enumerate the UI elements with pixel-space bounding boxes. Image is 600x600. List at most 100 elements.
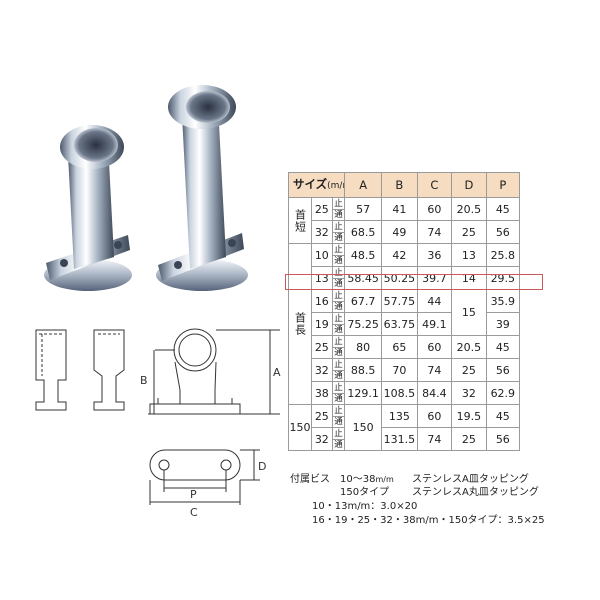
table-row: 19 止通 75.25 63.75 49.1 39 bbox=[289, 312, 521, 336]
cell-c: 60 bbox=[416, 404, 453, 428]
dim-c-label: C bbox=[190, 506, 198, 519]
note-screws-type2: ステンレスA丸皿タッピング bbox=[412, 487, 539, 498]
dim-d-label: D bbox=[258, 460, 266, 473]
stop-through-label: 止通 bbox=[331, 358, 346, 382]
row-highlight-box bbox=[285, 274, 543, 290]
dimension-drawings: A B D P C bbox=[35, 328, 281, 519]
table-row: 首短 25 止通 57 41 60 20.5 45 bbox=[288, 197, 521, 244]
cell-d: 25 bbox=[451, 358, 487, 382]
cell-d: 15 bbox=[451, 289, 487, 336]
note-screws-size2: 16・19・25・32・38m/m・150タイプ：3.5×25 bbox=[312, 515, 545, 526]
stop-through-label: 止通 bbox=[331, 243, 346, 267]
row-size: 38 bbox=[310, 381, 333, 405]
stop-through-label: 止通 bbox=[331, 220, 346, 244]
note-screws-line2: 150タイプ bbox=[340, 487, 390, 498]
table-row: 32 止通 68.5 49 74 25 56 bbox=[289, 220, 521, 244]
cell-p: 62.9 bbox=[485, 381, 521, 405]
cell-b: 135 bbox=[381, 404, 418, 428]
table-row: 150 25 止通 150 135 60 19.5 45 bbox=[288, 404, 521, 451]
cell-b: 70 bbox=[381, 358, 418, 382]
table-row: 16 止通 67.7 57.75 44 15 35.9 bbox=[289, 289, 521, 336]
cell-a: 150 bbox=[344, 404, 383, 451]
table-row-highlighted: 13 止通 58.45 50.25 39.7 14 29.5 bbox=[289, 266, 521, 290]
short-bracket-photo bbox=[44, 125, 132, 291]
cell-c: 84.4 bbox=[416, 381, 453, 405]
cell-d: 32 bbox=[451, 381, 487, 405]
cell-c: 49.1 bbox=[416, 312, 453, 336]
row-size: 25 bbox=[310, 404, 333, 428]
cell-d: 25 bbox=[451, 427, 487, 451]
dim-b-label: B bbox=[140, 374, 148, 387]
cell-a: 68.5 bbox=[344, 220, 383, 244]
row-size: 32 bbox=[310, 358, 333, 382]
cell-p: 25.8 bbox=[485, 243, 521, 267]
front-view bbox=[149, 328, 241, 415]
cell-p: 45 bbox=[485, 197, 521, 221]
cell-b: 65 bbox=[381, 335, 418, 359]
cell-a: 80 bbox=[344, 335, 383, 359]
table-row: 32 止通 131.5 74 25 56 bbox=[289, 427, 521, 451]
cell-p: 56 bbox=[485, 358, 521, 382]
stop-through-label: 止通 bbox=[331, 381, 346, 405]
cell-b: 63.75 bbox=[381, 312, 418, 336]
dim-c-line bbox=[149, 480, 241, 505]
header-col-p: P bbox=[485, 172, 521, 198]
header-col-c: C bbox=[416, 172, 453, 198]
row-size: 32 bbox=[310, 427, 333, 451]
cell-p: 45 bbox=[485, 335, 521, 359]
header-col-d: D bbox=[451, 172, 487, 198]
cell-d: 20.5 bbox=[451, 335, 487, 359]
cell-a: 57 bbox=[344, 197, 383, 221]
cell-p: 45 bbox=[485, 404, 521, 428]
stop-through-label: 止通 bbox=[331, 289, 346, 313]
group-long: 首長 bbox=[288, 243, 312, 405]
long-bracket-photo bbox=[156, 85, 248, 291]
stop-through-label: 止通 bbox=[331, 197, 346, 221]
cell-c: 74 bbox=[416, 220, 453, 244]
cell-b: 41 bbox=[381, 197, 418, 221]
cell-b: 131.5 bbox=[381, 427, 418, 451]
stop-through-label: 止通 bbox=[331, 427, 346, 451]
cell-c: 60 bbox=[416, 335, 453, 359]
dim-b-line bbox=[148, 349, 175, 415]
cell-a: 48.5 bbox=[344, 243, 383, 267]
row-size: 19 bbox=[310, 312, 333, 336]
header-col-a: A bbox=[344, 172, 383, 198]
cell-a: 129.1 bbox=[344, 381, 383, 405]
cell-p: 39 bbox=[485, 312, 521, 336]
stop-through-label: 止通 bbox=[331, 404, 346, 428]
note-screws-type1: ステンレスA皿タッピング bbox=[412, 474, 529, 485]
group-short: 首短 bbox=[288, 197, 312, 244]
cell-p: 56 bbox=[485, 427, 521, 451]
side-view-short bbox=[35, 329, 67, 411]
cell-a: 88.5 bbox=[344, 358, 383, 382]
table-row: 25 止通 80 65 60 20.5 45 bbox=[289, 335, 521, 359]
table-row: 38 止通 129.1 108.5 84.4 32 62.9 bbox=[289, 381, 521, 405]
cell-c: 36 bbox=[416, 243, 453, 267]
spec-table: サイズ(m/m) A B C D P 首短 25 止通 57 41 60 20.… bbox=[287, 172, 521, 451]
product-photo bbox=[44, 85, 248, 291]
cell-c: 74 bbox=[416, 358, 453, 382]
table-row: 32 止通 88.5 70 74 25 56 bbox=[289, 358, 521, 382]
dim-a-line bbox=[216, 329, 280, 415]
cell-c: 74 bbox=[416, 427, 453, 451]
cell-c: 44 bbox=[416, 289, 453, 313]
dim-p-line bbox=[163, 470, 227, 492]
dim-d-line bbox=[240, 449, 260, 481]
cell-b: 57.75 bbox=[381, 289, 418, 313]
cell-c: 60 bbox=[416, 197, 453, 221]
dim-a-label: A bbox=[273, 366, 281, 379]
cell-d: 20.5 bbox=[451, 197, 487, 221]
cell-a: 75.25 bbox=[344, 312, 383, 336]
note-screws-line1: 付属ビス 10〜38m/m bbox=[290, 474, 394, 485]
side-view-long bbox=[93, 329, 125, 411]
row-size: 10 bbox=[310, 243, 333, 267]
cell-d: 25 bbox=[451, 220, 487, 244]
row-size: 25 bbox=[310, 197, 333, 221]
stop-through-label: 止通 bbox=[331, 312, 346, 336]
cell-b: 49 bbox=[381, 220, 418, 244]
table-header-row: サイズ(m/m) A B C D P bbox=[287, 172, 521, 198]
row-size: 32 bbox=[310, 220, 333, 244]
row-size: 16 bbox=[310, 289, 333, 313]
header-col-b: B bbox=[381, 172, 418, 198]
